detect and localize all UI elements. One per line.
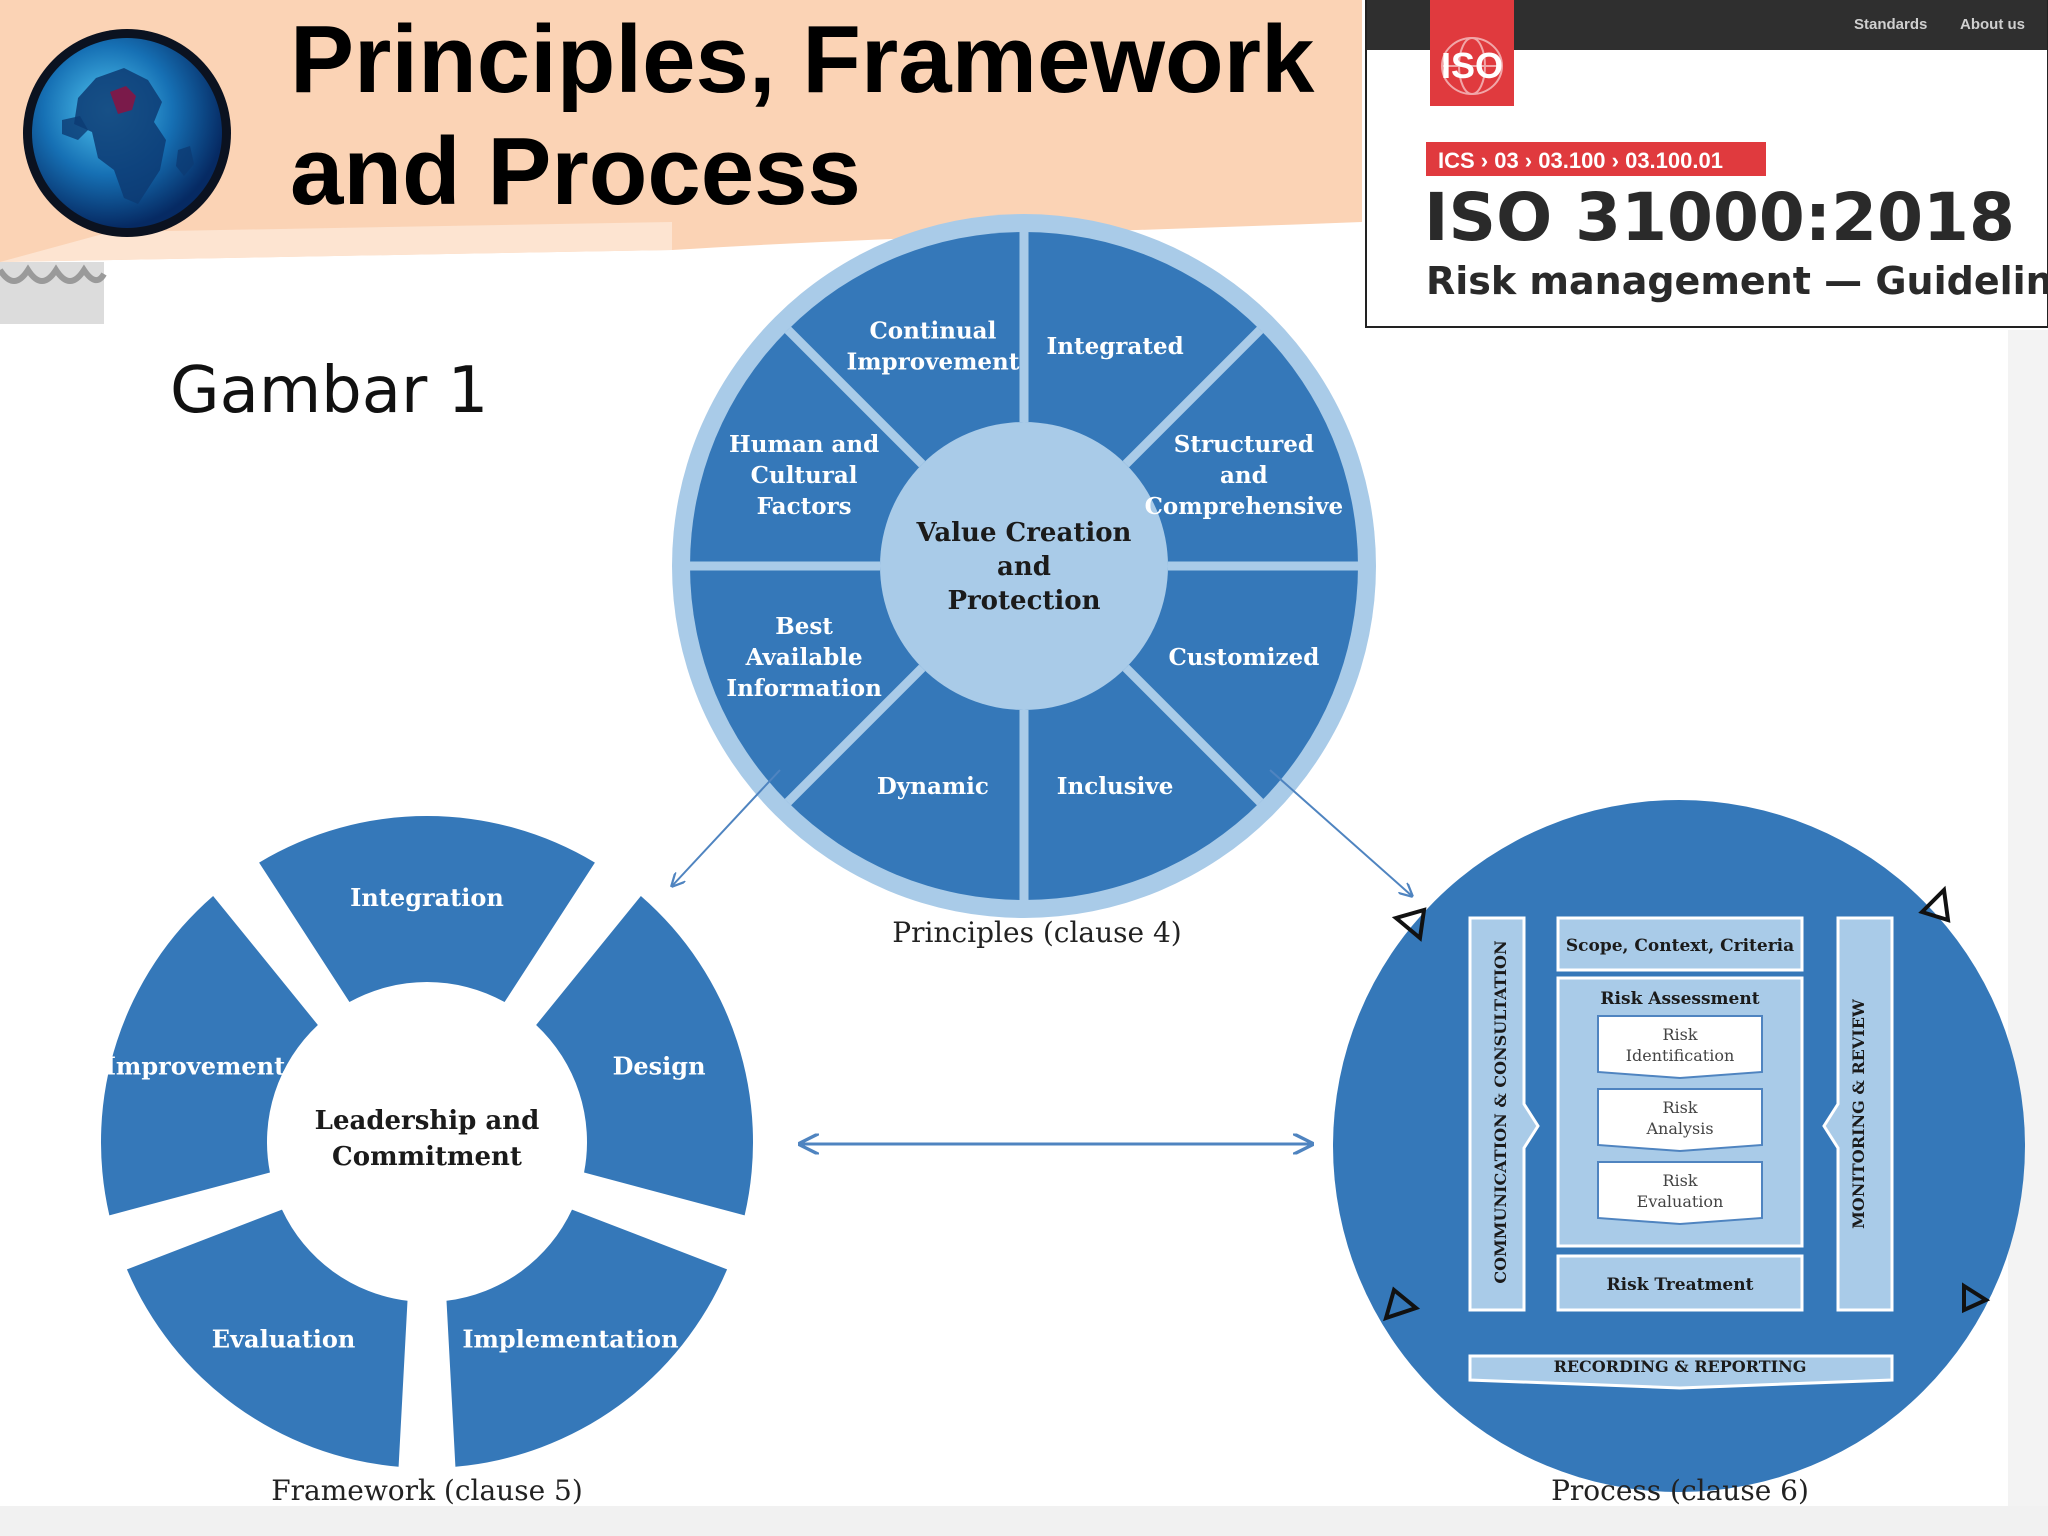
iso-nav-about-us[interactable]: About us [1960,16,2025,33]
framework-label-0: Integration [350,883,504,912]
risk-step-label-1-line: Analysis [1645,1119,1713,1138]
principle-segment-6-line: Human and [729,431,879,458]
principles-divider [784,664,926,806]
risk-step-box-2 [1597,1161,1763,1226]
framework-segment-2 [446,1209,728,1467]
globe-icon [23,29,231,237]
risk-step-label-0-line: Identification [1626,1046,1735,1065]
iso-globe-icon [1441,37,1503,95]
risk-assessment-title: Risk Assessment [1600,989,1759,1009]
arrow-principles-to-framework [672,769,781,886]
framework-segment-4 [101,895,318,1216]
cycle-arrow-icon [1391,907,1427,942]
cycle-arrow-icon [1962,1282,1991,1314]
process-diagram: COMMUNICATION & CONSULTATION MONITORING … [1333,800,2025,1492]
principles-divider [1122,664,1264,806]
risk-step-label-1-line: Risk [1662,1098,1697,1117]
principle-segment-1-line: Structured [1174,431,1314,458]
principles-center-label-line: and [997,552,1051,582]
iso-logo-text: ISO [1441,45,1503,86]
principles-divider [784,326,926,468]
arrow-principles-to-process [1269,769,1412,896]
framework-label-4: Improvement [105,1052,285,1081]
principle-segment-4: Dynamic [877,773,989,800]
scope-context-criteria-box: Scope, Context, Criteria [1566,936,1794,956]
framework-label-1: Design [613,1052,706,1081]
risk-step-label-2-line: Evaluation [1637,1192,1724,1211]
framework-label-3: Evaluation [212,1324,356,1353]
framework-segment-0 [259,816,595,1003]
principle-segment-0-line: Integrated [1046,333,1183,360]
title-band [0,0,1362,324]
principle-segment-4-line: Dynamic [877,773,989,800]
slide-title-line2: and Process [290,118,861,225]
risk-step-box-1 [1597,1088,1763,1153]
principles-divider [1122,326,1264,468]
framework-center-label-line: Leadership and [315,1106,540,1136]
principle-segment-2-line: Customized [1168,644,1319,671]
communication-consultation-label: COMMUNICATION & CONSULTATION [1491,940,1510,1283]
principle-segment-1-line: and [1220,462,1268,489]
iso-logo[interactable] [1430,0,1514,106]
cycle-arrow-icon [1918,885,1951,923]
iso-standard-number: ISO 31000:2018 [1424,179,2015,256]
principles-center-label-line: Value Creation [916,518,1132,548]
principle-segment-6-line: Cultural [751,462,858,489]
framework-segment-3 [126,1209,408,1467]
principle-segment-2: Customized [1168,644,1319,671]
recording-reporting-box: RECORDING & REPORTING [1554,1357,1807,1376]
principles-center [880,422,1168,710]
principle-segment-0: Integrated [1046,333,1183,360]
principles-center-label-line: Protection [947,586,1100,616]
principle-segment-7-line: Continual [870,318,997,345]
principle-segment-1-line: Comprehensive [1145,493,1344,520]
risk-step-label-2-line: Risk [1662,1171,1697,1190]
iso-nav-standards[interactable]: Standards [1854,16,1927,33]
slide-title-line1: Principles, Framework [290,6,1315,113]
cycle-arrow-icon [1383,1286,1421,1322]
framework-caption: Framework (clause 5) [271,1474,583,1507]
iso-breadcrumb[interactable]: ICS › 03 › 03.100 › 03.100.01 [1438,148,1723,173]
risk-treatment-box: Risk Treatment [1607,1275,1754,1295]
principle-segment-6-line: Factors [757,493,852,520]
figure-label: Gambar 1 [170,354,488,428]
principles-caption: Principles (clause 4) [892,916,1181,949]
monitoring-review-label: MONITORING & REVIEW [1849,998,1868,1229]
principle-segment-3-line: Inclusive [1057,773,1174,800]
process-caption: Process (clause 6) [1551,1474,1809,1507]
risk-step-box-0 [1597,1015,1763,1080]
framework-segment-1 [536,895,753,1216]
principle-segment-5-line: Information [726,675,882,702]
framework-label-2: Implementation [462,1324,678,1353]
iso-standard-title: Risk management — Guidelines [1426,259,2048,303]
principle-segment-3: Inclusive [1057,773,1174,800]
principle-segment-7-line: Improvement [846,349,1019,376]
risk-step-label-0-line: Risk [1662,1025,1697,1044]
principle-segment-5-line: Best [775,613,833,640]
iso-standard-card: Standards About us ISO ICS › 03 › 03.100… [1365,0,2048,328]
principle-segment-5-line: Available [745,644,863,671]
framework-center-label-line: Commitment [332,1142,522,1172]
